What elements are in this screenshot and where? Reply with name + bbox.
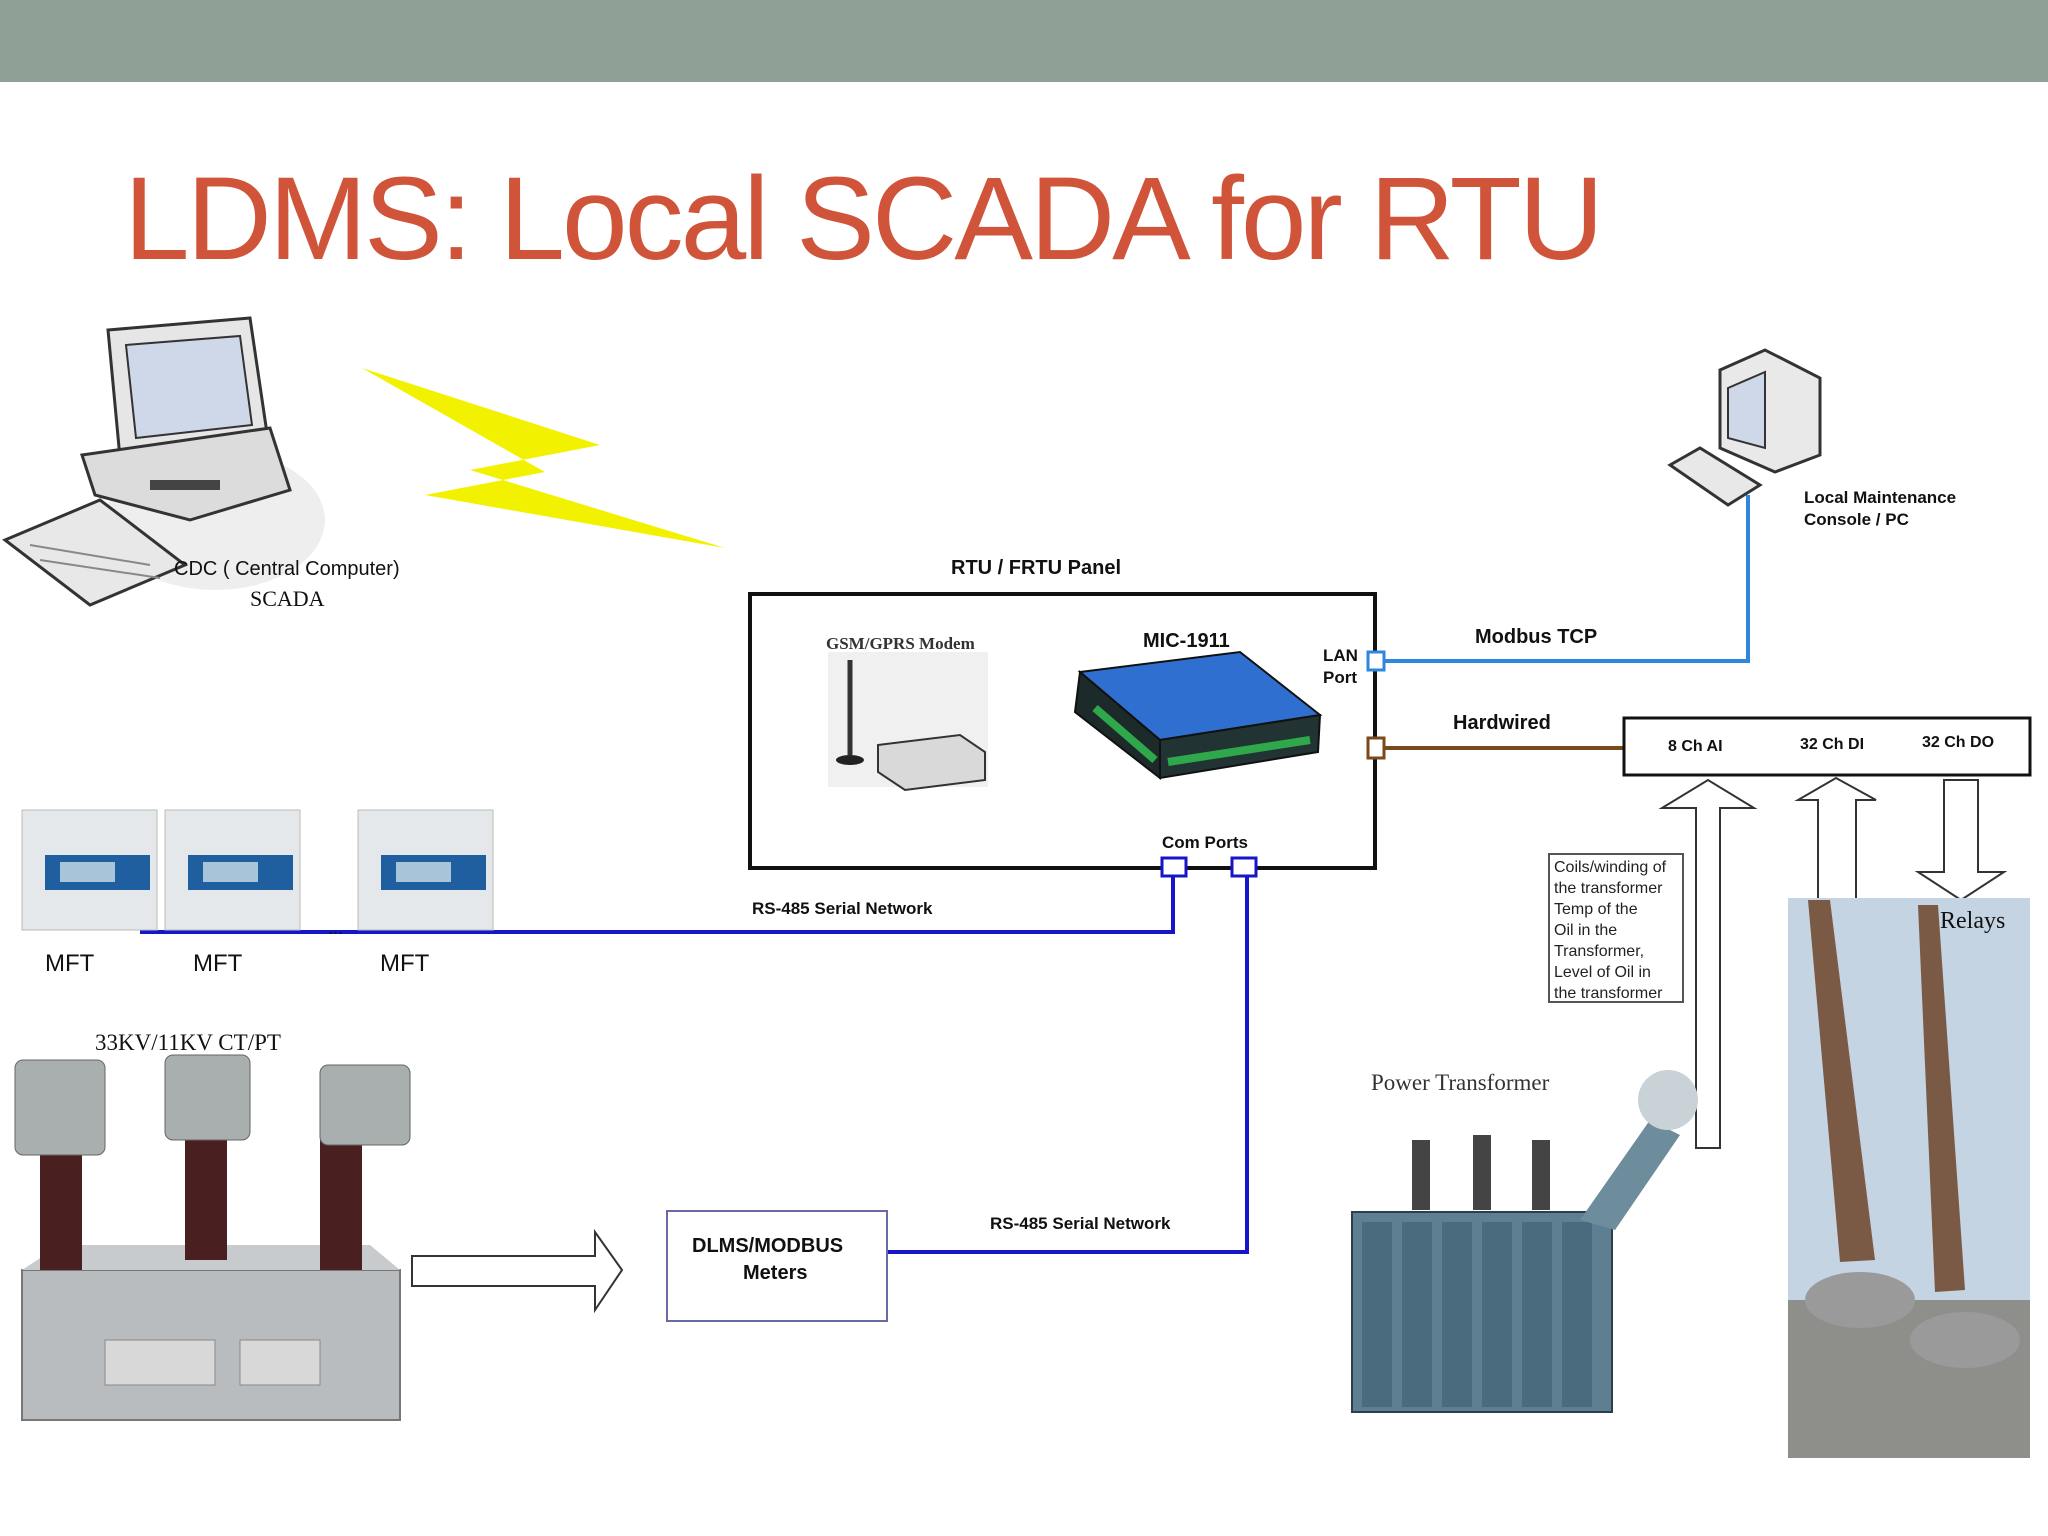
mft-meter-1	[21, 809, 158, 931]
ctpt-to-meter-arrow	[411, 1228, 624, 1314]
power-transformer-image	[1351, 1070, 1698, 1413]
note-line: Transformer,	[1554, 943, 1645, 960]
com-port-2	[1230, 856, 1258, 878]
rtu-panel-label: RTU / FRTU Panel	[951, 557, 1122, 579]
relays-image	[1788, 898, 2030, 1458]
io-module-box	[1622, 716, 2032, 777]
local-console-label-line1: Local Maintenance	[1804, 488, 1957, 507]
ct-pt-transformer-image	[14, 1054, 411, 1421]
rs485-top-label: RS-485 Serial Network	[752, 899, 933, 918]
mic-1911-label: MIC-1911	[1143, 630, 1230, 652]
rs485-network-bottom	[888, 876, 1249, 1254]
lan-port	[1366, 650, 1386, 672]
transformer-parameters-note: Coils/winding of the transformer Temp of…	[1548, 853, 1684, 1003]
do-output-arrow	[1914, 779, 2008, 902]
gsm-modem-icon	[828, 652, 988, 792]
meters-label-line2: Meters	[743, 1262, 808, 1284]
scada-label: SCADA	[250, 586, 325, 611]
modbus-tcp-line	[1384, 495, 1750, 663]
rs485-bottom-label: RS-485 Serial Network	[990, 1214, 1171, 1233]
lan-port-label-line1: LAN	[1323, 646, 1358, 665]
note-line: Temp of the	[1554, 901, 1638, 918]
di-input-arrow	[1794, 776, 1877, 901]
mft-label-2: MFT	[193, 950, 243, 977]
note-line: the transformer	[1554, 880, 1663, 897]
relays-label: Relays	[1940, 908, 2006, 934]
dlms-modbus-meters-box	[666, 1210, 888, 1322]
mft-label-3: MFT	[380, 950, 430, 977]
hardwired-port	[1366, 736, 1386, 760]
central-computer-icon	[2, 316, 325, 607]
note-line: the transformer	[1554, 985, 1663, 1002]
slide-title: LDMS: Local SCADA for RTU	[124, 153, 1604, 285]
note-line: Level of Oil in	[1554, 964, 1651, 981]
ai-channel-label: 8 Ch AI	[1668, 738, 1723, 755]
mft-meter-2	[164, 809, 301, 931]
mft-label-1: MFT	[45, 950, 95, 977]
gsm-modem-label: GSM/GPRS Modem	[826, 634, 975, 653]
mic-1911-controller-icon	[1073, 650, 1323, 781]
modbus-tcp-label: Modbus TCP	[1475, 626, 1598, 648]
local-pc-icon	[1667, 348, 1822, 507]
ai-input-arrow	[1658, 778, 1758, 1149]
hardwired-label: Hardwired	[1453, 712, 1551, 734]
do-channel-label: 32 Ch DO	[1922, 734, 1995, 751]
top-banner	[0, 0, 2048, 82]
lan-port-label-line2: Port	[1323, 668, 1357, 687]
local-console-label-line2: Console / PC	[1804, 510, 1909, 529]
wireless-lightning-icon	[362, 368, 725, 548]
mft-meter-3	[357, 809, 494, 931]
ctpt-label: 33KV/11KV CT/PT	[95, 1030, 281, 1055]
com-ports-label: Com Ports	[1162, 833, 1248, 852]
di-channel-label: 32 Ch DI	[1800, 736, 1865, 753]
cdc-label: CDC ( Central Computer)	[174, 558, 400, 580]
note-line: Coils/winding of	[1554, 859, 1667, 876]
power-transformer-label: Power Transformer	[1371, 1070, 1550, 1095]
mft-ellipsis: ...	[328, 918, 344, 938]
note-line: Oil in the	[1554, 922, 1618, 939]
com-port-1	[1160, 856, 1188, 878]
meters-label-line1: DLMS/MODBUS	[692, 1235, 844, 1257]
